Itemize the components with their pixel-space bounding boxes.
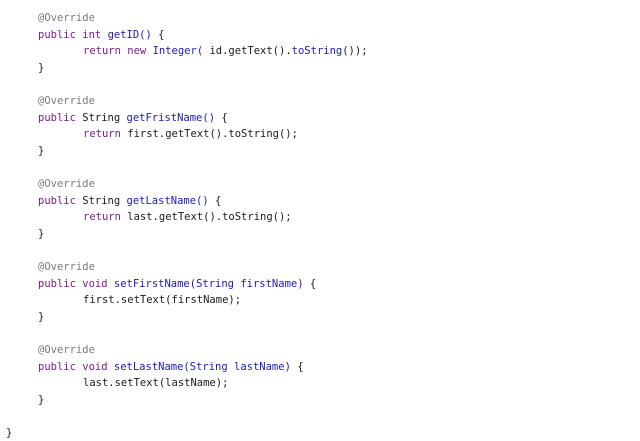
code-line: first.setText(firstName); (83, 292, 241, 308)
code-token: } (6, 427, 13, 439)
code-token: { (151, 28, 165, 41)
code-token: void (82, 360, 108, 373)
code-token: id.getText(). (203, 45, 292, 58)
code-line: return new Integer( id.getText().toStrin… (83, 43, 368, 59)
code-token: @Override (38, 95, 95, 107)
code-token: { (215, 111, 228, 124)
code-token: } (38, 144, 45, 157)
code-token: @Override (38, 344, 95, 356)
code-token: @Override (38, 178, 95, 190)
code-line: public void setLastName(String lastName)… (38, 359, 304, 375)
code-token: int (82, 28, 102, 41)
code-line: return last.getText().toString(); (83, 209, 292, 225)
code-token: @Override (38, 12, 95, 24)
code-token: last.setText(lastName); (83, 377, 229, 390)
code-line: public void setFirstName(String firstNam… (38, 276, 316, 292)
code-token: { (208, 194, 222, 207)
code-token: public (38, 194, 76, 207)
code-token: public (38, 277, 76, 290)
code-token: } (38, 310, 45, 323)
code-line: } (38, 60, 44, 76)
code-token: String (75, 111, 127, 124)
code-line: public int getID() { (38, 27, 164, 43)
code-token: Integer( (152, 45, 204, 58)
code-line: last.setText(lastName); (83, 375, 228, 391)
code-token: ()); (342, 45, 368, 58)
code-token: String (75, 194, 127, 207)
code-line: } (6, 425, 12, 441)
code-token: { (290, 360, 304, 373)
code-token: } (38, 393, 45, 406)
code-line: @Override (38, 93, 95, 109)
code-line: return first.getText().toString(); (83, 126, 298, 142)
code-token: return (83, 45, 121, 58)
code-token: } (38, 61, 45, 74)
code-line: public String getFristName() { (38, 110, 228, 126)
code-token: getFristName() (126, 111, 216, 124)
code-token: toString (291, 45, 343, 58)
code-line: @Override (38, 176, 95, 192)
code-token: new (127, 45, 147, 58)
code-token: setLastName(String lastName) (113, 360, 291, 373)
code-line: } (38, 309, 44, 325)
code-line: public String getLastName() { (38, 193, 221, 209)
code-line: } (38, 143, 44, 159)
code-line: @Override (38, 10, 95, 26)
code-token: { (303, 277, 317, 290)
code-line: } (38, 226, 44, 242)
code-line: @Override (38, 342, 95, 358)
code-token: @Override (38, 261, 95, 273)
code-token: } (38, 227, 45, 240)
code-token: first.setText(firstName); (83, 294, 242, 307)
code-token: setFirstName(String firstName) (113, 277, 304, 290)
code-token: return (83, 128, 121, 141)
code-token: void (82, 277, 108, 290)
code-token: return (83, 211, 121, 224)
code-token: getID() (107, 28, 152, 41)
code-line: } (38, 392, 44, 408)
code-token: last.getText().toString(); (120, 211, 292, 224)
code-token: public (38, 111, 76, 124)
code-token: first.getText().toString(); (120, 128, 298, 141)
code-token: getLastName() (126, 194, 209, 207)
code-token: public (38, 360, 76, 373)
code-token: public (38, 28, 76, 41)
code-line: @Override (38, 259, 95, 275)
